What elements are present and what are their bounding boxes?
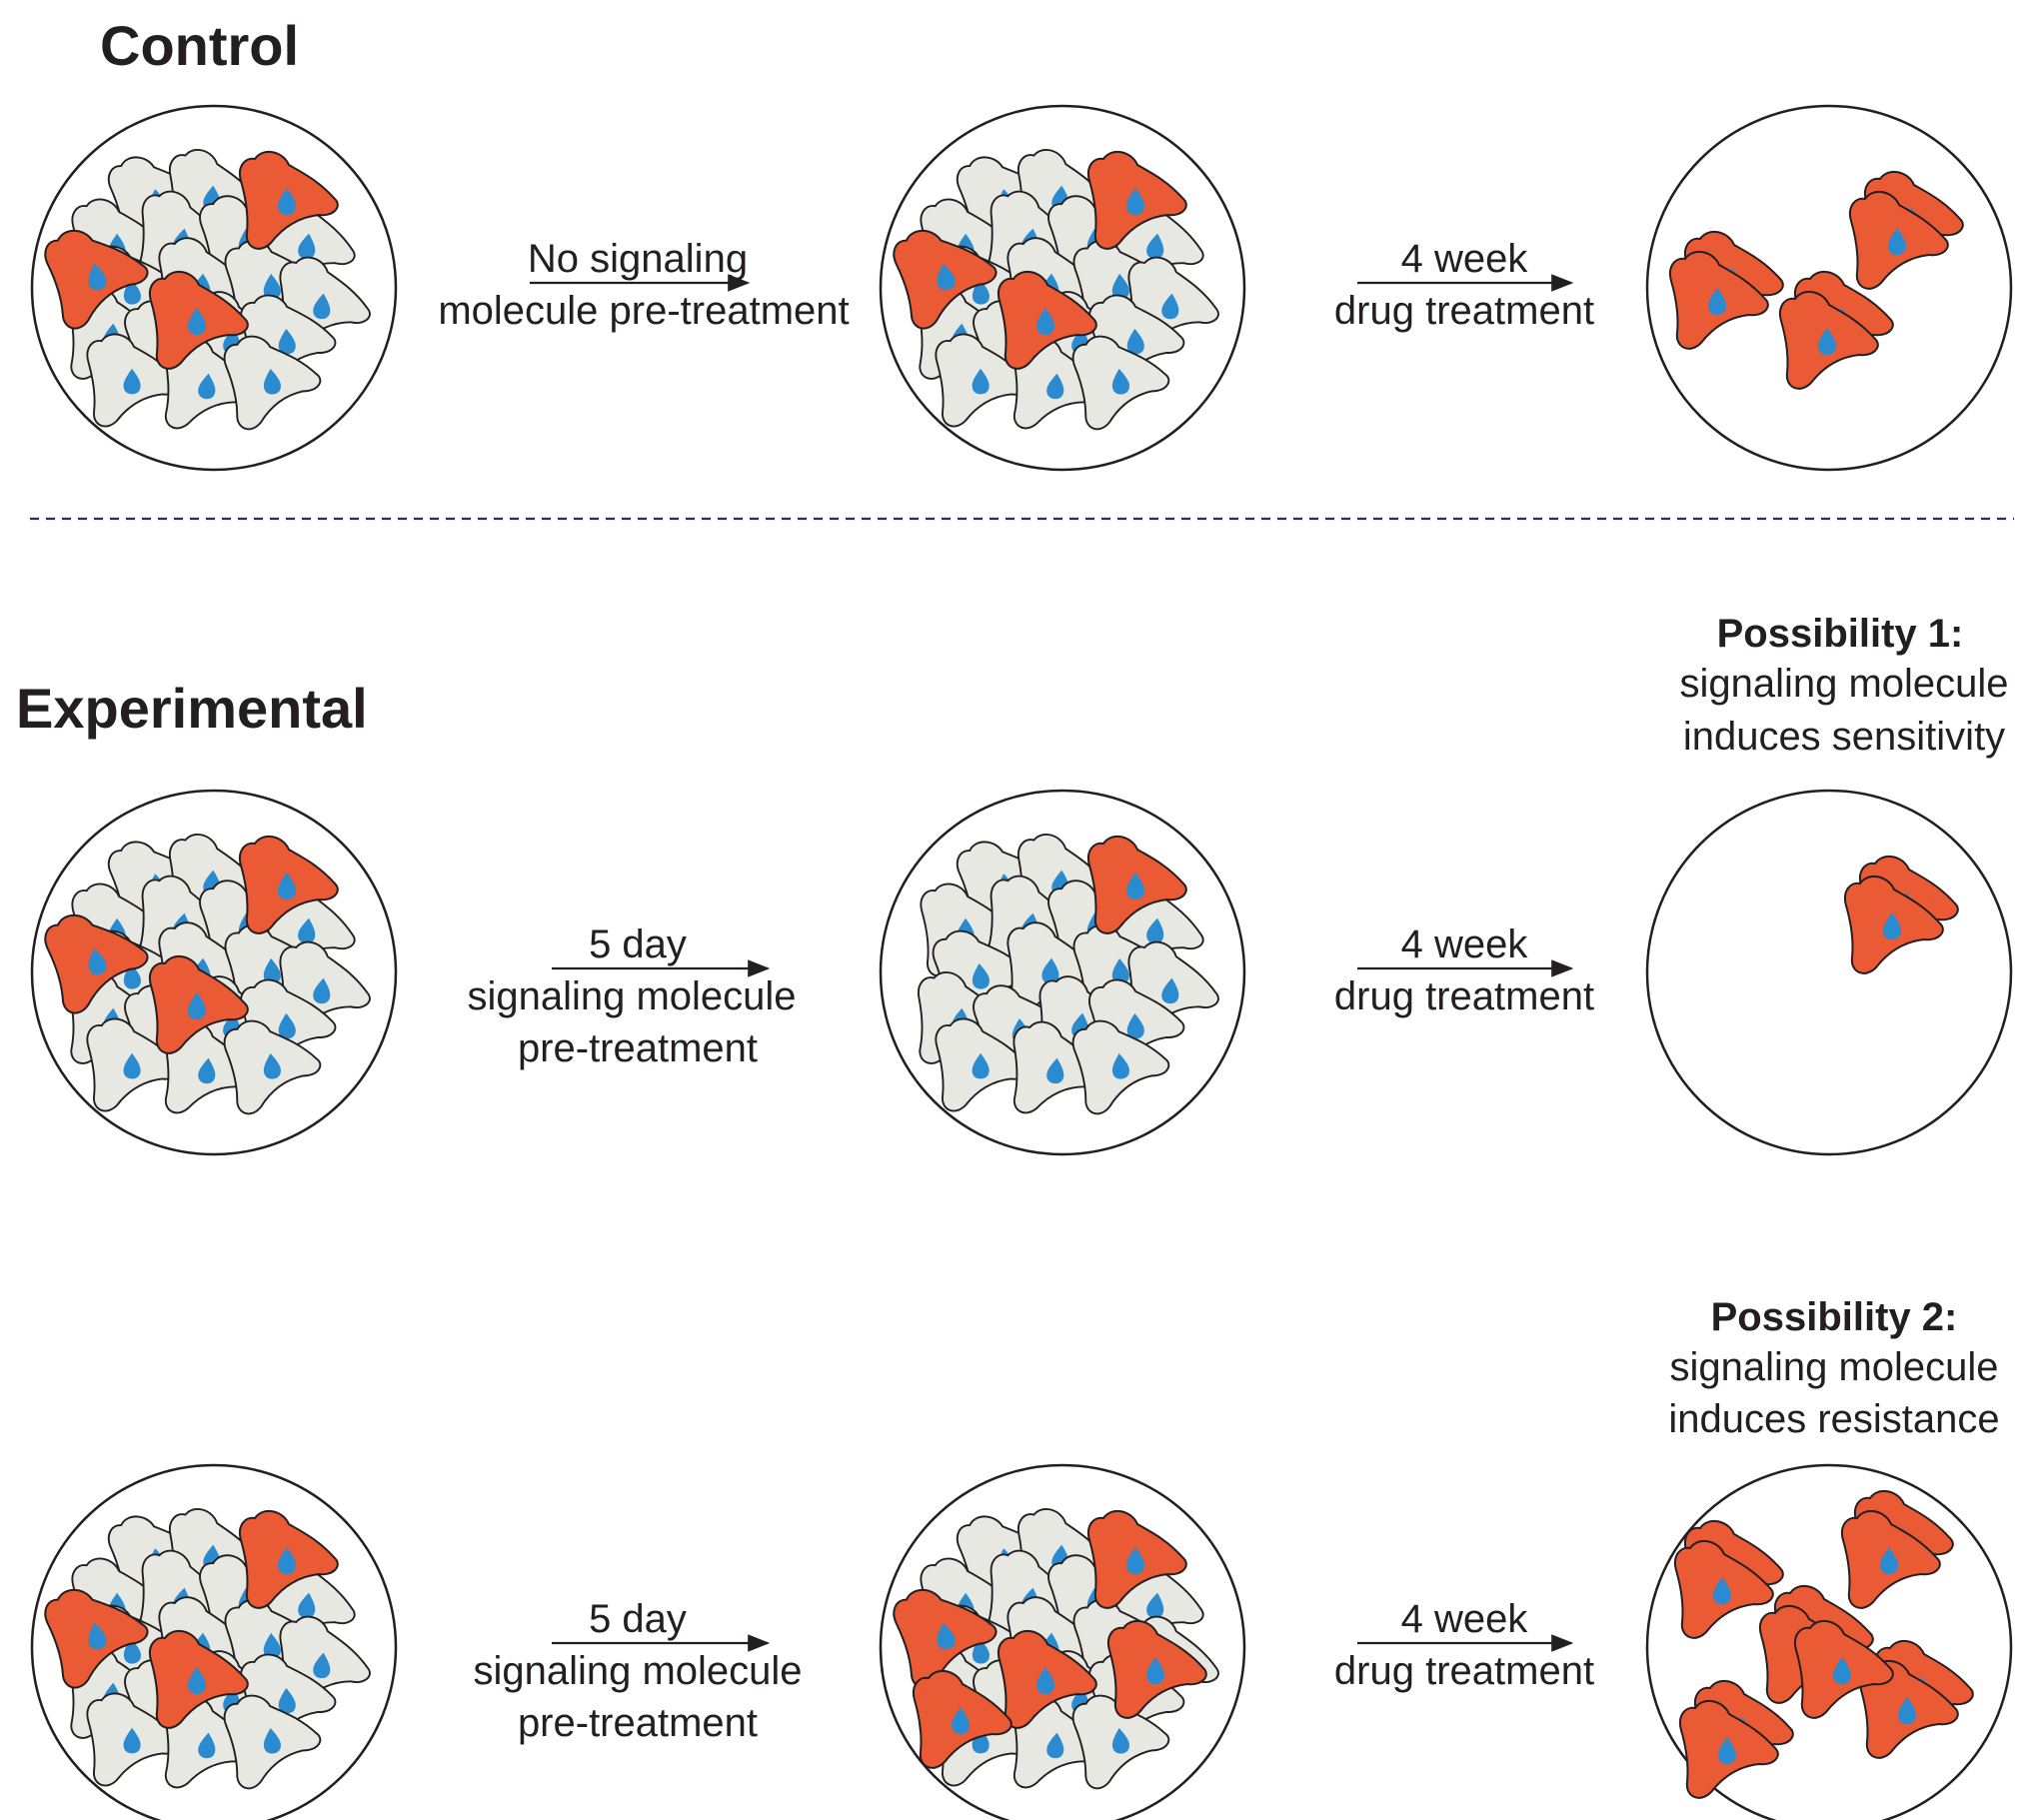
exp2-step1-line2: signaling molecule [473,1649,802,1693]
exp2-step1-line3: pre-treatment [518,1701,758,1745]
exp2-step1-line1: 5 day [589,1597,687,1641]
experimental-row-1: Possibility 1: signaling molecule induce… [30,612,2013,1156]
possibility1-line1: signaling molecule [1679,662,2008,706]
control-step1-line1: No signaling [528,237,748,281]
control-step2-line2: drug treatment [1334,289,1594,333]
possibility1-line2: induces sensitivity [1683,715,2005,759]
dish-exp1-result [1645,789,2013,1156]
experimental-title: Experimental [16,677,368,740]
exp1-step1-line2: signaling molecule [467,974,796,1018]
control-row: No signaling molecule pre-treatment 4 we… [30,104,2013,472]
exp2-step2-line2: drug treatment [1334,1649,1594,1693]
exp1-step1-line3: pre-treatment [518,1026,758,1070]
control-title: Control [100,14,299,77]
exp2-step2-line1: 4 week [1401,1597,1529,1641]
experimental-row-2: Possibility 2: signaling molecule induce… [30,1295,2013,1820]
exp1-step2-line2: drug treatment [1334,974,1594,1018]
exp1-step1-line1: 5 day [589,922,687,966]
possibility1-title: Possibility 1: [1717,612,1964,656]
possibility2-line1: signaling molecule [1669,1345,1998,1389]
control-step1-line2: molecule pre-treatment [438,289,849,333]
control-step2-line1: 4 week [1401,237,1529,281]
possibility2-line2: induces resistance [1668,1397,1999,1441]
possibility2-title: Possibility 2: [1711,1295,1958,1339]
exp1-step2-line1: 4 week [1401,922,1529,966]
